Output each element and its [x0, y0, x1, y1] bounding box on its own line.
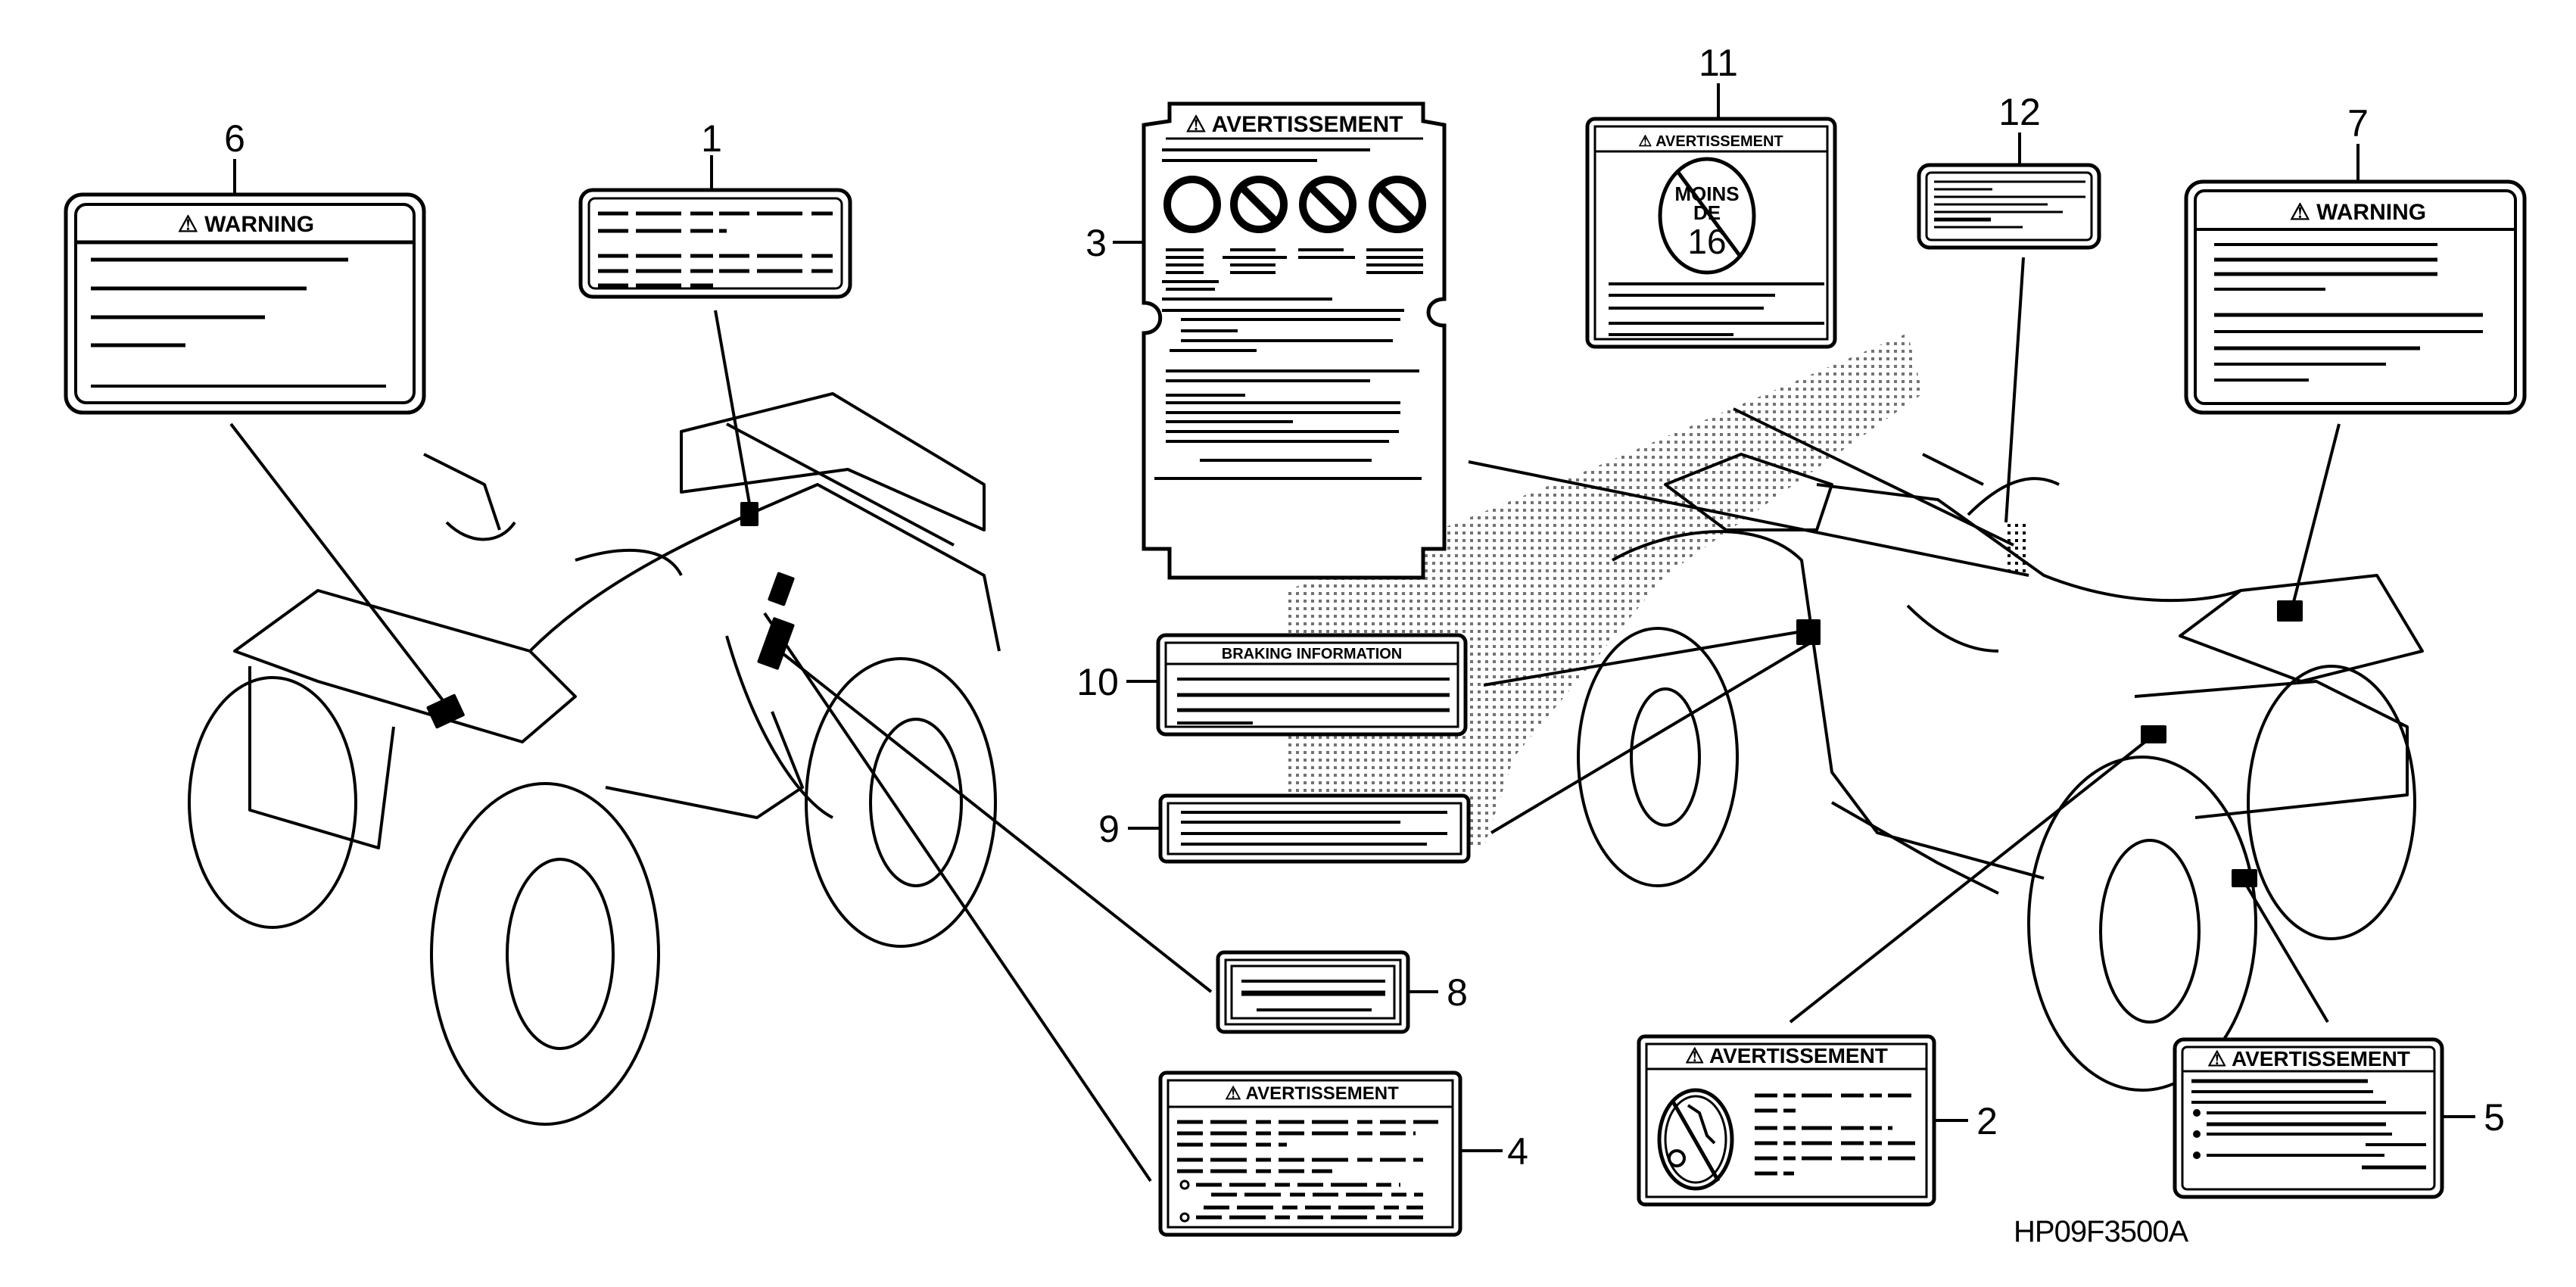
label-3[interactable]: ⚠ AVERTISSEMENT — [1142, 101, 1447, 580]
bullet-icon — [2193, 1130, 2201, 1138]
bullet-icon — [1179, 1179, 1190, 1190]
callout-12: 12 — [1998, 91, 2041, 133]
callout-4: 4 — [1507, 1130, 1528, 1173]
warning-triangle-icon: ⚠ — [1685, 1044, 1709, 1067]
label-6-title: ⚠ WARNING — [178, 212, 314, 237]
callout-3: 3 — [1086, 222, 1107, 264]
label-10-title: BRAKING INFORMATION — [1222, 646, 1403, 662]
warning-triangle-icon: ⚠ — [2290, 200, 2316, 225]
label-10[interactable]: BRAKING INFORMATION — [1156, 633, 1468, 737]
svg-text:MOINS: MOINS — [1674, 182, 1739, 205]
callout-1: 1 — [701, 117, 722, 160]
under-16-prohibition-icon: MOINS DE 16 — [1658, 157, 1756, 275]
callout-7: 7 — [2347, 102, 2369, 145]
label-2-title: ⚠ AVERTISSEMENT — [1685, 1044, 1888, 1067]
callout-5: 5 — [2484, 1096, 2505, 1139]
warning-triangle-icon: ⚠ — [1186, 112, 1212, 137]
atv-left-illustration — [188, 392, 1001, 1126]
leader-lines — [229, 83, 2475, 1183]
label-12[interactable] — [1917, 163, 2101, 250]
label-5[interactable]: ⚠ AVERTISSEMENT — [2173, 1037, 2444, 1199]
warning-triangle-icon: ⚠ — [1638, 133, 1656, 150]
prohibition-icons — [1163, 176, 1426, 233]
bullet-icon — [2193, 1151, 2201, 1159]
callout-10: 10 — [1076, 661, 1119, 703]
label-6[interactable]: ⚠ WARNING — [0, 192, 426, 415]
label-11-title: ⚠ AVERTISSEMENT — [1638, 133, 1783, 150]
label-3-title: ⚠ AVERTISSEMENT — [1186, 112, 1403, 137]
bullet-icon — [2193, 1109, 2201, 1117]
callout-numbers: 6 1 3 11 12 7 10 9 8 4 2 5 — [224, 42, 2505, 1173]
label-4-title: ⚠ AVERTISSEMENT — [1225, 1083, 1399, 1104]
part-code: HP09F3500A — [2014, 1215, 2188, 1248]
warning-triangle-icon: ⚠ — [1225, 1083, 1245, 1104]
callout-6: 6 — [224, 117, 245, 160]
callout-9: 9 — [1098, 808, 1120, 850]
warning-triangle-icon: ⚠ — [178, 212, 204, 237]
label-8[interactable] — [1216, 950, 1410, 1034]
callout-8: 8 — [1447, 971, 1468, 1014]
label-7-title: ⚠ WARNING — [2290, 200, 2426, 225]
label-2[interactable]: ⚠ AVERTISSEMENT — [1637, 1034, 1936, 1207]
svg-text:DE: DE — [1693, 201, 1721, 224]
callout-11: 11 — [1699, 42, 1738, 84]
atv-right-illustration — [1577, 453, 2424, 1092]
warning-triangle-icon: ⚠ — [2207, 1047, 2232, 1070]
label-1[interactable] — [578, 188, 852, 299]
bullet-icon — [1179, 1212, 1190, 1223]
label-4[interactable]: ⚠ AVERTISSEMENT — [1158, 1070, 1462, 1237]
label-9[interactable] — [1158, 793, 1471, 864]
svg-text:16: 16 — [1687, 222, 1726, 261]
label-7[interactable]: ⚠ WARNING — [2184, 179, 2527, 415]
label-5-title: ⚠ AVERTISSEMENT — [2207, 1047, 2410, 1070]
label-11[interactable]: ⚠ AVERTISSEMENT MOINS DE 16 — [1585, 117, 1837, 349]
callout-2: 2 — [1976, 1100, 1998, 1142]
no-tools-icon — [1657, 1088, 1734, 1191]
